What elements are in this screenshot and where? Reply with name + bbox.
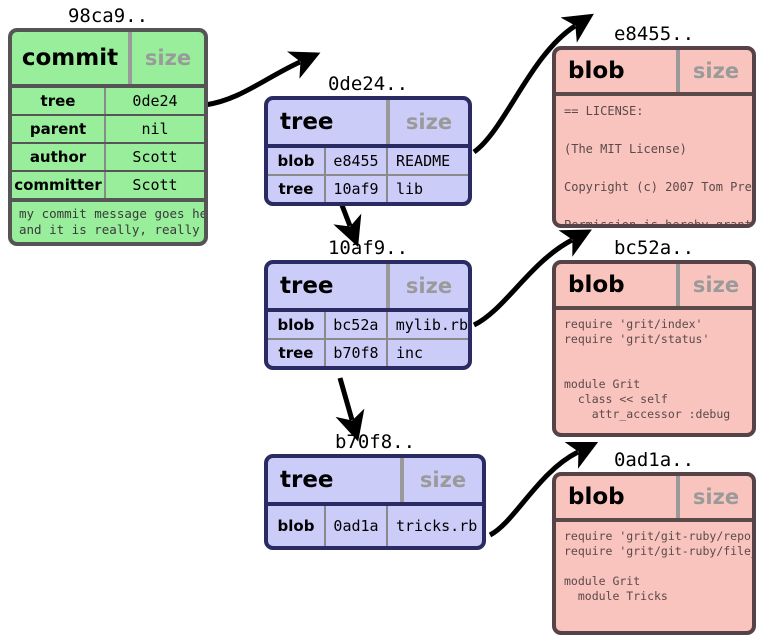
- tree-entry: blob e8455 README: [268, 144, 468, 174]
- commit-field-value: 0de24: [104, 88, 204, 114]
- commit-field-author: author Scott: [12, 142, 204, 170]
- commit-field-label: author: [29, 148, 87, 166]
- tree-entry-hash: 10af9: [324, 176, 386, 202]
- blob-content: == LICENSE: (The MIT License) Copyright …: [556, 92, 752, 224]
- node-tree-b70f8[interactable]: b70f8.. tree size blob 0ad1a tricks.rb: [264, 430, 486, 550]
- node-commit-98ca9[interactable]: 98ca9.. commit size tree 0de24 parent ni…: [8, 4, 208, 246]
- commit-box[interactable]: commit size tree 0de24 parent nil author…: [8, 28, 208, 246]
- node-tree-10af9[interactable]: 10af9.. tree size blob bc52a mylib.rb tr…: [264, 236, 472, 370]
- blob-header: blob size: [556, 264, 752, 306]
- blob-size-label: size: [676, 264, 752, 306]
- tree-box[interactable]: tree size blob bc52a mylib.rb tree b70f8…: [264, 260, 472, 370]
- tree-entry-name: tricks.rb: [386, 506, 482, 546]
- tree-entry-hash: bc52a: [323, 312, 386, 338]
- tree-entry-name: mylib.rb: [385, 312, 468, 338]
- node-blob-e8455[interactable]: e8455.. blob size == LICENSE: (The MIT L…: [552, 22, 756, 228]
- tree-entry-name: lib: [386, 176, 468, 202]
- commit-field-value: Scott: [104, 144, 204, 170]
- commit-field-value: Scott: [104, 172, 204, 198]
- blob-box[interactable]: blob size require 'grit/git-ruby/reposi …: [552, 472, 756, 635]
- node-caption: e8455..: [613, 23, 695, 45]
- tree-entry-name: README: [386, 148, 468, 174]
- blob-box[interactable]: blob size == LICENSE: (The MIT License) …: [552, 46, 756, 228]
- blob-header: blob size: [556, 50, 752, 92]
- tree-entry: tree 10af9 lib: [268, 174, 468, 202]
- node-caption: 0de24..: [327, 73, 409, 95]
- node-caption: 0ad1a..: [613, 449, 695, 471]
- commit-field-value: nil: [104, 116, 204, 142]
- tree-size-label: size: [386, 264, 468, 308]
- blob-box[interactable]: blob size require 'grit/index' require '…: [552, 260, 756, 437]
- tree-entry: blob 0ad1a tricks.rb: [268, 502, 482, 546]
- tree-header: tree size: [268, 264, 468, 308]
- tree-entry-kind: blob: [277, 316, 315, 334]
- tree-entry-kind: tree: [278, 180, 314, 198]
- tree-header: tree size: [268, 100, 468, 144]
- commit-field-parent: parent nil: [12, 114, 204, 142]
- tree-entry-hash: b70f8: [324, 340, 386, 366]
- commit-size-label: size: [128, 32, 204, 84]
- tree-entry: tree b70f8 inc: [268, 338, 468, 366]
- tree-entry-name: inc: [386, 340, 468, 366]
- blob-size-label: size: [676, 476, 752, 518]
- commit-field-committer: committer Scott: [12, 170, 204, 198]
- blob-content: require 'grit/index' require 'grit/statu…: [556, 306, 752, 433]
- tree-type-label: tree: [280, 273, 334, 299]
- tree-entry: blob bc52a mylib.rb: [268, 308, 468, 338]
- commit-field-label: parent: [29, 120, 87, 138]
- node-blob-bc52a[interactable]: bc52a.. blob size require 'grit/index' r…: [552, 236, 756, 437]
- commit-message: my commit message goes here and it is re…: [12, 198, 204, 242]
- node-caption: bc52a..: [613, 237, 695, 259]
- tree-header: tree size: [268, 458, 482, 502]
- blob-header: blob size: [556, 476, 752, 518]
- node-tree-0de24[interactable]: 0de24.. tree size blob e8455 README tree…: [264, 72, 472, 206]
- node-blob-0ad1a[interactable]: 0ad1a.. blob size require 'grit/git-ruby…: [552, 448, 756, 635]
- tree-entry-hash: e8455: [324, 148, 386, 174]
- commit-field-label: committer: [14, 176, 102, 194]
- tree-entry-kind: blob: [277, 517, 315, 535]
- commit-type-label: commit: [21, 45, 119, 71]
- blob-type-label: blob: [568, 272, 625, 298]
- tree-size-label: size: [386, 100, 468, 144]
- node-caption: b70f8..: [334, 431, 416, 453]
- tree-entry-hash: 0ad1a: [324, 506, 386, 546]
- tree-type-label: tree: [280, 467, 334, 493]
- tree-box[interactable]: tree size blob e8455 README tree 10af9 l…: [264, 96, 472, 206]
- tree-entry-kind: tree: [278, 344, 314, 362]
- tree-entry-kind: blob: [277, 152, 315, 170]
- commit-field-label: tree: [40, 92, 76, 110]
- node-caption: 10af9..: [327, 237, 409, 259]
- tree-box[interactable]: tree size blob 0ad1a tricks.rb: [264, 454, 486, 550]
- node-caption: 98ca9..: [67, 5, 149, 27]
- blob-type-label: blob: [568, 58, 625, 84]
- tree-type-label: tree: [280, 109, 334, 135]
- blob-type-label: blob: [568, 484, 625, 510]
- blob-content: require 'grit/git-ruby/reposi require 'g…: [556, 518, 752, 631]
- arrow-tree-10af9-to-tree-b70f8: [335, 377, 365, 442]
- commit-header: commit size: [12, 32, 204, 84]
- blob-size-label: size: [676, 50, 752, 92]
- tree-size-label: size: [400, 458, 482, 502]
- commit-field-tree: tree 0de24: [12, 84, 204, 114]
